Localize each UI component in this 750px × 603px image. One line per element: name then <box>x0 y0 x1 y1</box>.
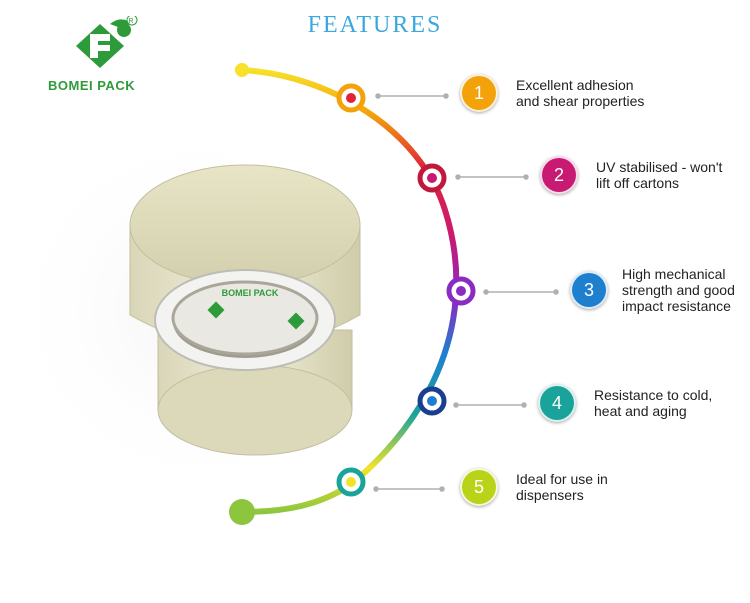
feature-text-line: Excellent adhesion <box>516 77 634 93</box>
feature-item-1: 1 Excellent adhesion and shear propertie… <box>460 74 676 112</box>
feature-number-badge: 1 <box>460 74 498 112</box>
arc-end-dot <box>229 499 255 525</box>
feature-text-line: Resistance to cold, <box>594 387 713 403</box>
brand-logo: R BOMEI PACK <box>48 14 168 96</box>
feature-text: Ideal for use in dispensers <box>516 471 676 503</box>
feature-text-line: dispensers <box>516 487 584 503</box>
feature-text-line: and shear properties <box>516 93 645 109</box>
core-brand-text: BOMEI PACK <box>222 288 279 298</box>
feature-text-line: High mechanical <box>622 266 726 282</box>
arc-start-dot <box>235 63 249 77</box>
arc-node-4 <box>417 386 447 416</box>
feature-item-5: 5 Ideal for use in dispensers <box>460 468 676 506</box>
feature-number-badge: 3 <box>570 271 608 309</box>
feature-text-line: heat and aging <box>594 403 687 419</box>
feature-text-line: strength and good <box>622 282 735 298</box>
feature-text: Resistance to cold, heat and aging <box>594 387 750 419</box>
feature-text: UV stabilised - won't lift off cartons <box>596 159 750 191</box>
feature-text: Excellent adhesion and shear properties <box>516 77 676 109</box>
feature-item-3: 3 High mechanical strength and good impa… <box>570 266 750 314</box>
page-title: FEATURES <box>307 12 443 38</box>
arc-node-3 <box>446 276 476 306</box>
registered-mark: R <box>128 18 133 25</box>
feature-number-badge: 2 <box>540 156 578 194</box>
feature-text-line: lift off cartons <box>596 175 680 191</box>
feature-number-badge: 4 <box>538 384 576 422</box>
feature-item-2: 2 UV stabilised - won't lift off cartons <box>540 156 750 194</box>
tape-roll-image: BOMEI PACK <box>0 120 400 500</box>
feature-item-4: 4 Resistance to cold, heat and aging <box>538 384 750 422</box>
arc-node-5 <box>336 467 366 497</box>
feature-text-line: Ideal for use in <box>516 471 608 487</box>
arc-node-1 <box>336 83 366 113</box>
feature-text: High mechanical strength and good impact… <box>622 266 750 314</box>
feature-text-line: UV stabilised - won't <box>596 159 723 175</box>
feature-text-line: impact resistance <box>622 298 731 314</box>
arc-node-2 <box>417 163 447 193</box>
feature-number-badge: 5 <box>460 468 498 506</box>
brand-name: BOMEI PACK <box>48 78 136 93</box>
